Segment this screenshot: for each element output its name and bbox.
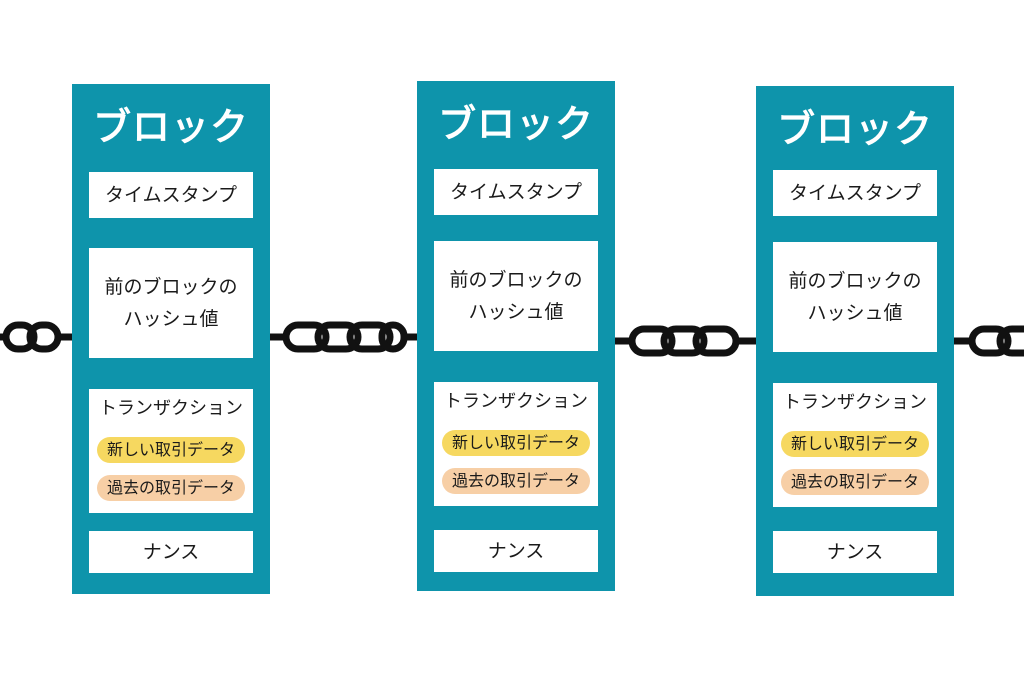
block-title: ブロック xyxy=(92,105,249,149)
chain-link-icon xyxy=(266,321,422,353)
chain-link-icon xyxy=(950,325,1024,357)
block-title: ブロック xyxy=(437,102,594,146)
transaction-label: トランザクション xyxy=(99,398,243,419)
block-title: ブロック xyxy=(776,107,933,151)
new-tx-badge: 新しい取引データ xyxy=(442,430,590,456)
block-1: ブロック タイムスタンプ 前のブロックの ハッシュ値 トランザクション 新しい取… xyxy=(72,84,270,594)
timestamp-field: タイムスタンプ xyxy=(434,169,598,215)
prev-hash-line-1: 前のブロックの xyxy=(449,269,583,291)
transaction-field: トランザクション 新しい取引データ 過去の取引データ xyxy=(89,389,253,513)
old-tx-badge: 過去の取引データ xyxy=(781,469,929,495)
nonce-field: ナンス xyxy=(89,531,253,573)
block-3: ブロック タイムスタンプ 前のブロックの ハッシュ値 トランザクション 新しい取… xyxy=(756,86,954,596)
prev-hash-line-2: ハッシュ値 xyxy=(807,302,903,324)
transaction-field: トランザクション 新しい取引データ 過去の取引データ xyxy=(434,382,598,506)
nonce-field: ナンス xyxy=(434,530,598,572)
prev-hash-field: 前のブロックの ハッシュ値 xyxy=(773,242,937,352)
nonce-field: ナンス xyxy=(773,531,937,573)
new-tx-badge: 新しい取引データ xyxy=(781,431,929,457)
new-tx-badge: 新しい取引データ xyxy=(97,437,245,463)
prev-hash-line-2: ハッシュ値 xyxy=(468,301,564,323)
old-tx-badge: 過去の取引データ xyxy=(442,468,590,494)
prev-hash-line-2: ハッシュ値 xyxy=(123,308,219,330)
prev-hash-field: 前のブロックの ハッシュ値 xyxy=(434,241,598,351)
chain-link-icon xyxy=(0,321,76,353)
transaction-label: トランザクション xyxy=(783,392,927,413)
prev-hash-line-1: 前のブロックの xyxy=(104,276,238,298)
timestamp-field: タイムスタンプ xyxy=(773,170,937,216)
prev-hash-line-1: 前のブロックの xyxy=(788,270,922,292)
transaction-label: トランザクション xyxy=(444,391,588,412)
transaction-field: トランザクション 新しい取引データ 過去の取引データ xyxy=(773,383,937,507)
old-tx-badge: 過去の取引データ xyxy=(97,475,245,501)
timestamp-field: タイムスタンプ xyxy=(89,172,253,218)
prev-hash-field: 前のブロックの ハッシュ値 xyxy=(89,248,253,358)
block-2: ブロック タイムスタンプ 前のブロックの ハッシュ値 トランザクション 新しい取… xyxy=(417,81,615,591)
chain-link-icon xyxy=(611,325,760,357)
